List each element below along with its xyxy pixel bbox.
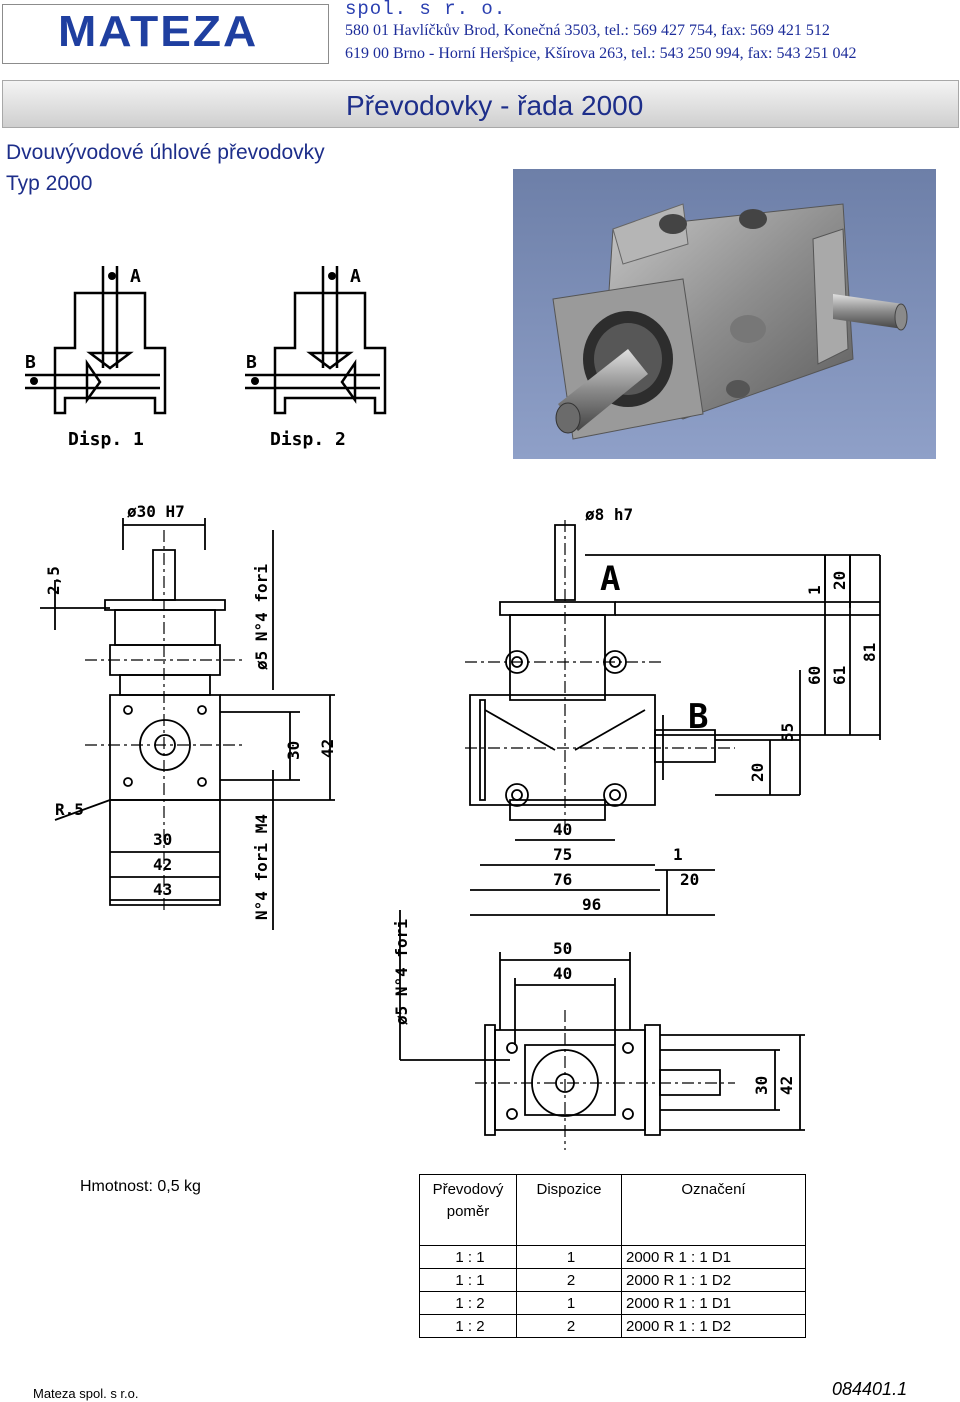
dim-holes-m4: N°4 fori M4 [252, 814, 271, 920]
cell-ratio: 1 : 1 [419, 1268, 517, 1292]
dim-96: 96 [582, 895, 601, 914]
cell-ratio: 1 : 2 [419, 1291, 517, 1315]
table-row: 1 : 1 2 2000 R 1 : 1 D2 [419, 1268, 806, 1292]
table-row: 1 : 2 2 2000 R 1 : 1 D2 [419, 1314, 806, 1338]
dim-81: 81 [860, 643, 879, 662]
header-disposition: Dispozice [516, 1174, 622, 1246]
cell-disposition: 2 [516, 1314, 622, 1338]
cell-designation: 2000 R 1 : 1 D2 [621, 1268, 806, 1292]
page-title: Převodovky - řada 2000 [346, 90, 644, 121]
dim-60: 60 [805, 666, 824, 685]
cell-ratio: 1 : 2 [419, 1314, 517, 1338]
cell-designation: 2000 R 1 : 1 D2 [621, 1314, 806, 1338]
drawing-label-b: B [688, 697, 708, 737]
dim-radius-5: R.5 [55, 800, 84, 819]
cell-disposition: 1 [516, 1245, 622, 1269]
dim-20-top: 20 [830, 571, 849, 590]
dim-40-plan: 40 [553, 964, 572, 983]
dim-holes-top: ø5 N°4 fori [252, 564, 271, 670]
dim-55: 55 [778, 723, 797, 742]
sketch2-label-b: B [246, 352, 257, 373]
sketch2-label-a: A [350, 266, 361, 287]
dim-75: 75 [553, 845, 572, 864]
dim-bottom-42: 42 [153, 855, 172, 874]
header-designation: Označení [621, 1174, 806, 1246]
dim-shaft-diameter-30: ø30 H7 [127, 502, 185, 521]
weight-label: Hmotnost: 0,5 kg [80, 1178, 201, 1195]
cell-designation: 2000 R 1 : 1 D1 [621, 1291, 806, 1315]
subtitle-type: Dvouvývodové úhlové převodovky [6, 141, 325, 164]
dim-bottom-43: 43 [153, 880, 172, 899]
disposition-sketches: A B A B Disp. 1 Disp. 2 [25, 266, 387, 450]
dim-30-plan: 30 [752, 1076, 771, 1095]
dim-42-plan: 42 [777, 1076, 796, 1095]
dim-2-5: 2,5 [44, 566, 63, 595]
dim-76: 76 [553, 870, 572, 889]
sketch1-caption: Disp. 1 [68, 429, 144, 450]
dim-30-left: 30 [284, 741, 303, 760]
table-row: 1 : 2 1 2000 R 1 : 1 D1 [419, 1291, 806, 1315]
header-ratio: Převodový poměr [419, 1174, 517, 1246]
dim-holes-plan: ø5 N°4 fori [392, 919, 411, 1025]
dim-20-right: 20 [748, 763, 767, 782]
table-row: 1 : 1 1 2000 R 1 : 1 D1 [419, 1245, 806, 1269]
company-suffix: spol. s r. o. [345, 0, 507, 20]
dim-40: 40 [553, 820, 572, 839]
subtitle-model: Typ 2000 [6, 172, 93, 195]
sketch1-label-a: A [130, 266, 141, 287]
cell-disposition: 2 [516, 1268, 622, 1292]
dim-42-left: 42 [318, 739, 337, 758]
variants-table: Převodový poměr Dispozice Označení 1 : 1… [419, 1174, 806, 1338]
cell-designation: 2000 R 1 : 1 D1 [621, 1245, 806, 1269]
dim-bottom-30: 30 [153, 830, 172, 849]
table-header-row: Převodový poměr Dispozice Označení [419, 1174, 806, 1246]
cell-disposition: 1 [516, 1291, 622, 1315]
dim-1-side: 1 [673, 845, 683, 864]
sketch2-caption: Disp. 2 [270, 429, 346, 450]
address-brod: 580 01 Havlíčkův Brod, Konečná 3503, tel… [345, 22, 830, 39]
sketch-disp1 [25, 266, 167, 415]
sketch-disp2 [245, 266, 387, 415]
title-bar [2, 80, 959, 128]
drawing-label-a: A [600, 559, 620, 599]
technical-drawing: ø30 H7 ø8 h7 2,5 ø5 N°4 fori 30 42 R.5 3… [40, 502, 881, 1150]
dim-1-top: 1 [805, 585, 824, 595]
dim-50: 50 [553, 939, 572, 958]
dim-61: 61 [830, 666, 849, 685]
logo-frame [2, 4, 329, 64]
address-brno: 619 00 Brno - Horní Heršpice, Kšírova 26… [345, 45, 857, 62]
footer-doc-number: 084401.1 [832, 1379, 908, 1399]
dim-shaft-diameter-8: ø8 h7 [585, 505, 633, 524]
company-logo: MATEZA [58, 6, 259, 56]
gearbox-photo [513, 169, 936, 459]
dim-20-side: 20 [680, 870, 699, 889]
footer-company: Mateza spol. s r.o. [33, 1386, 139, 1401]
sketch1-label-b: B [25, 352, 36, 373]
cell-ratio: 1 : 1 [419, 1245, 517, 1269]
